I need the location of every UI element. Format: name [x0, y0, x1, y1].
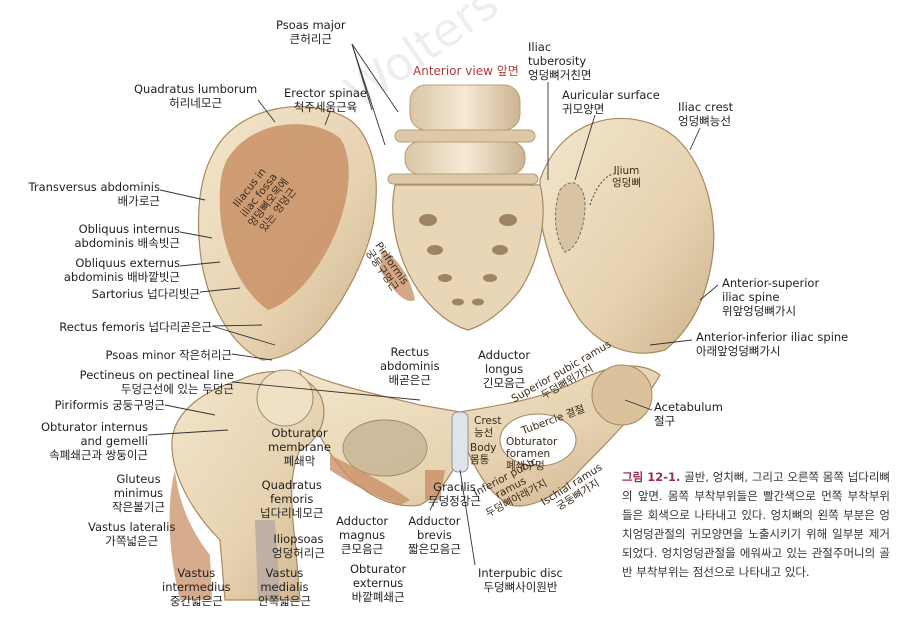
sacral-foramina — [419, 214, 517, 306]
adductor-magnus-muscle — [330, 455, 410, 505]
obturator-foramen-shape — [499, 413, 577, 467]
capsule-dotted-line — [589, 173, 621, 206]
figure-number: 그림 12-1. — [622, 470, 681, 484]
label-rectus-femoris: Rectus femoris 넙다리곧은근 — [59, 320, 212, 334]
label-psoas-minor: Psoas minor 작은허리근 — [105, 348, 232, 362]
iliacus-muscle — [219, 124, 349, 310]
vastus-medialis-muscle — [255, 520, 280, 600]
leader-lines — [147, 43, 719, 566]
piriformis-muscle — [380, 250, 415, 301]
figure-caption: 그림 12-1. 골반, 엉치뼈, 그리고 오른쪽 몸쪽 넙다리뼈의 앞면. 몸… — [622, 468, 890, 582]
acetabulum-shape — [591, 364, 653, 426]
ilium-right — [539, 117, 715, 354]
interpubic-disc-shape — [451, 411, 469, 473]
femur — [171, 371, 325, 601]
gracilis-muscle — [425, 470, 445, 500]
lumbar-vertebrae — [387, 84, 539, 185]
femoral-head — [256, 369, 314, 427]
auricular-surface — [555, 182, 586, 253]
obturator-membrane-shape — [342, 419, 428, 477]
label-sartorius: Sartorius 넙다리빗근 — [91, 287, 200, 301]
view-label: Anterior view 앞면 — [413, 64, 519, 78]
vastus-lateralis-muscle — [169, 470, 212, 600]
sacrum — [392, 184, 544, 331]
label-piriformis: Piriformis 궁둥구멍근 — [54, 398, 165, 412]
caption-text: 골반, 엉치뼈, 그리고 오른쪽 몸쪽 넙다리뼈의 앞면. 몸쪽 부착부위들은 … — [622, 470, 891, 579]
